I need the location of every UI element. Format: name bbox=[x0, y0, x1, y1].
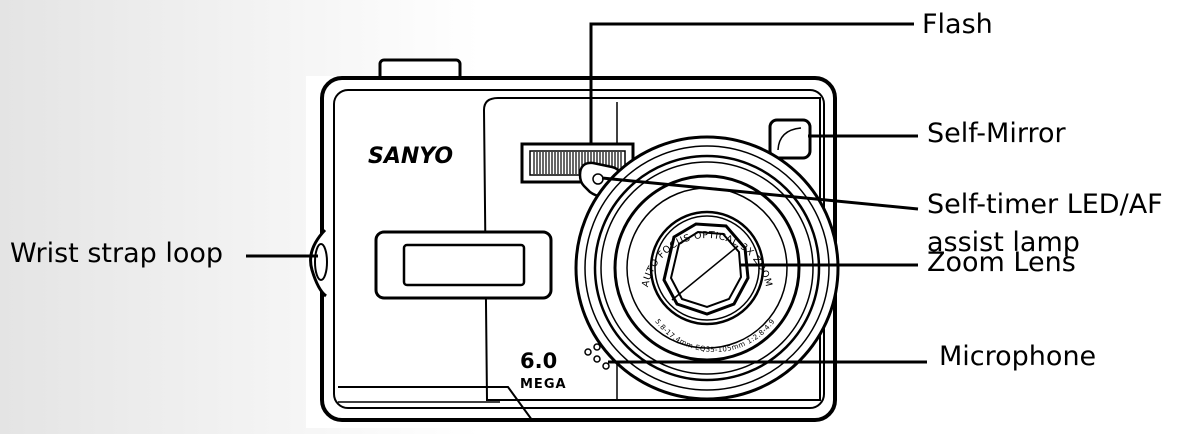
microphone-holes bbox=[584, 343, 610, 370]
zoom-lens bbox=[574, 135, 840, 401]
flash-leader-line bbox=[589, 22, 914, 145]
flash-window bbox=[529, 150, 626, 176]
viewfinder-window-inner bbox=[402, 243, 526, 287]
bottom-trim bbox=[338, 386, 533, 421]
callout-self-timer: Self-timer LED/AF bbox=[927, 189, 1163, 220]
wrist-strap-loop-hole bbox=[314, 243, 328, 281]
megapixel-unit: MEGA bbox=[520, 377, 567, 392]
callout-flash: Flash bbox=[922, 9, 993, 40]
callout-microphone: Microphone bbox=[939, 341, 1097, 372]
self-timer-leader-line bbox=[601, 176, 919, 211]
brand-logo: SANYO bbox=[368, 144, 453, 169]
self-mirror bbox=[768, 118, 812, 160]
callout-wrist-strap: Wrist strap loop bbox=[10, 238, 224, 269]
callout-self-mirror: Self-Mirror bbox=[927, 118, 1066, 149]
megapixel-value: 6.0 bbox=[520, 349, 557, 373]
callout-self-timer-line2: assist lamp bbox=[927, 227, 1080, 258]
callout-zoom-lens: Zoom Lens bbox=[927, 247, 1076, 278]
self-mirror-shine bbox=[777, 127, 802, 151]
